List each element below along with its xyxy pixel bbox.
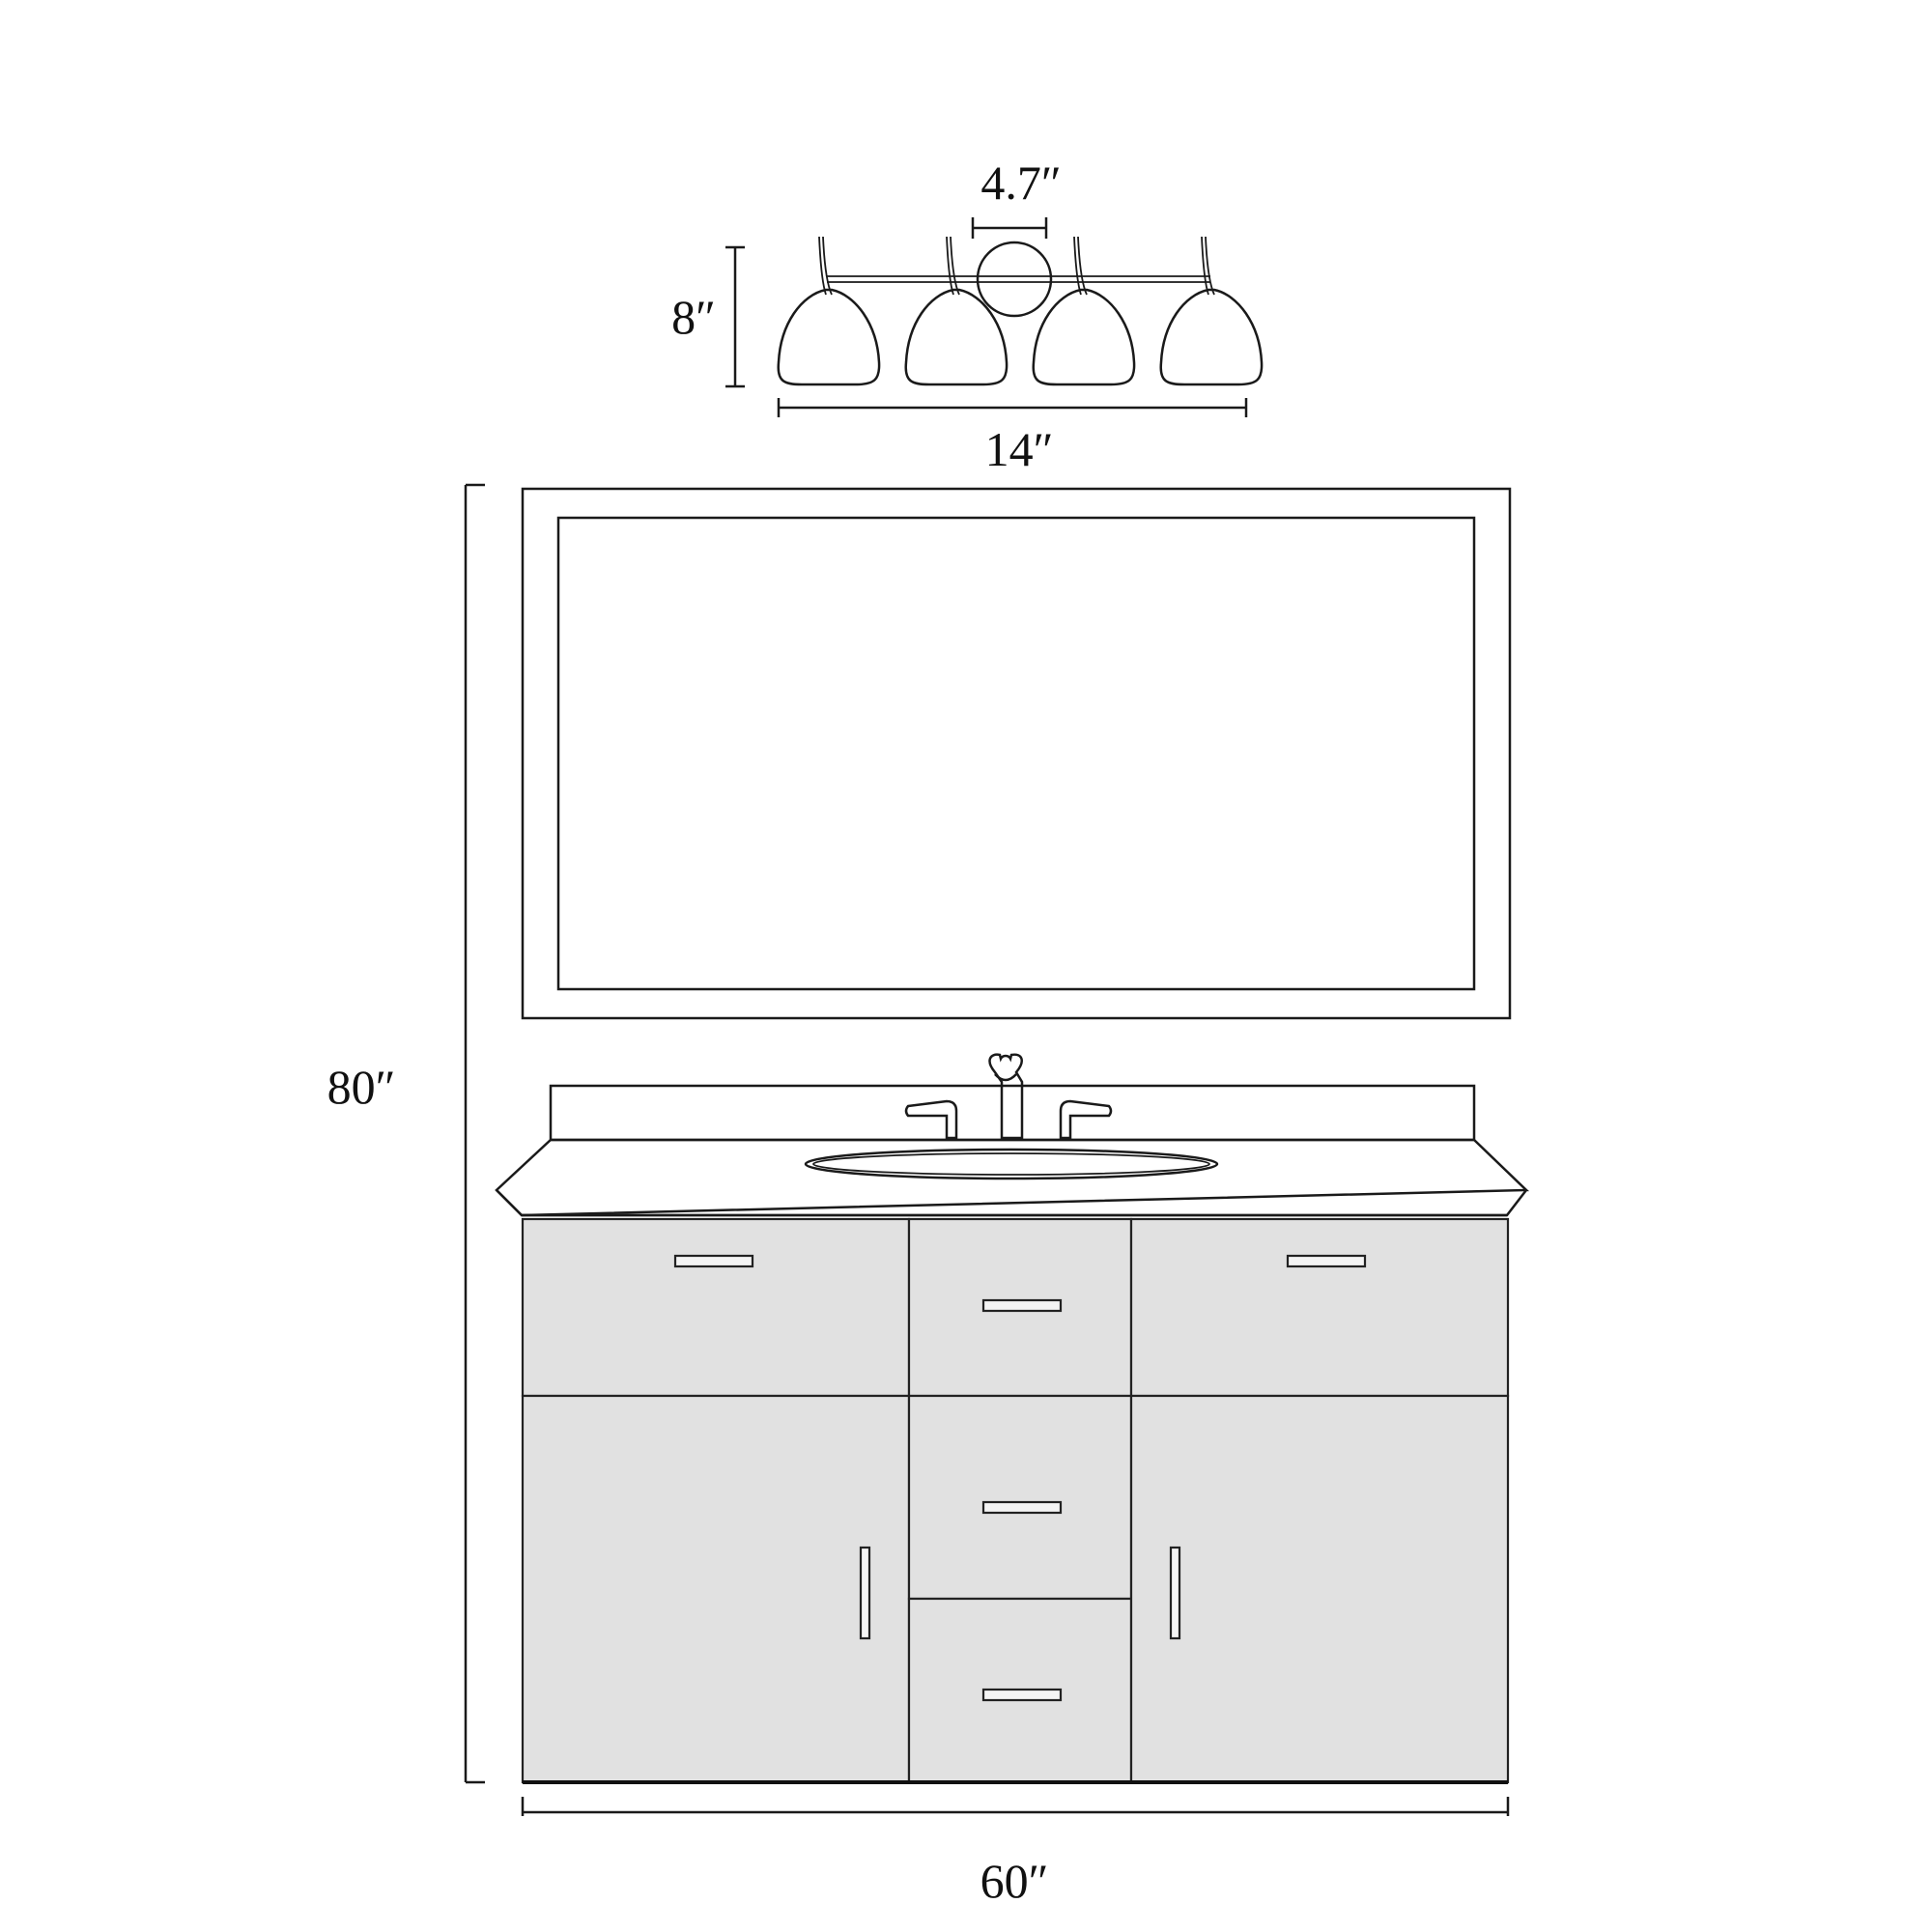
faucet-handle-right [1059,1099,1113,1140]
fixture-width-dimension: 14″ [777,398,1248,476]
fixture-width-label: 14″ [985,422,1054,476]
faucet-handle-left [904,1099,958,1140]
fixture-shade-2 [904,236,1009,386]
drawer-left-top-handle [673,1254,754,1268]
drawer-center-2-handle [981,1500,1063,1515]
countertop-surface [495,1138,1530,1217]
faucet-spout [988,1053,1024,1140]
door-left-handle [859,1546,871,1640]
sink-basin [804,1148,1219,1180]
shade-spacing-label: 4.7″ [980,156,1061,210]
drawer-center-2 [907,1394,1133,1601]
door-right [1129,1394,1510,1784]
fixture-shade-1 [777,236,881,386]
mirror-glass [556,516,1476,991]
faucet-spout-mouth [994,1073,1017,1082]
shade-spacing-dimension: 4.7″ [971,156,1062,239]
vanity-light-fixture [777,236,1264,386]
mirror-frame [521,487,1512,1020]
vanity-countertop [495,1084,1530,1217]
vanity-cabinet [521,1217,1510,1784]
mirror [521,487,1512,1020]
backsplash [549,1084,1476,1142]
drawer-center-1-handle [981,1298,1063,1313]
drawer-center-3 [907,1597,1133,1784]
fixture-shade-4 [1159,236,1264,386]
sink-basin-inner [812,1152,1210,1176]
drawer-left-top [521,1217,911,1398]
drawer-right-top [1129,1217,1510,1398]
fixture-backplate [976,241,1053,318]
fixture-height-dimension: 8″ [671,245,745,388]
overall-height-dimension: 80″ [327,483,485,1784]
faucet [904,1053,1113,1140]
drawer-center-3-handle [981,1688,1063,1702]
door-right-handle [1169,1546,1181,1640]
fixture-height-label: 8″ [671,290,716,344]
door-left [521,1394,911,1784]
vanity-width-label: 60″ [980,1854,1049,1908]
overall-height-label: 80″ [327,1060,396,1114]
vanity-width-dimension: 60″ [521,1797,1510,1908]
drawer-right-top-handle [1286,1254,1367,1268]
fixture-shade-3 [1032,236,1136,386]
